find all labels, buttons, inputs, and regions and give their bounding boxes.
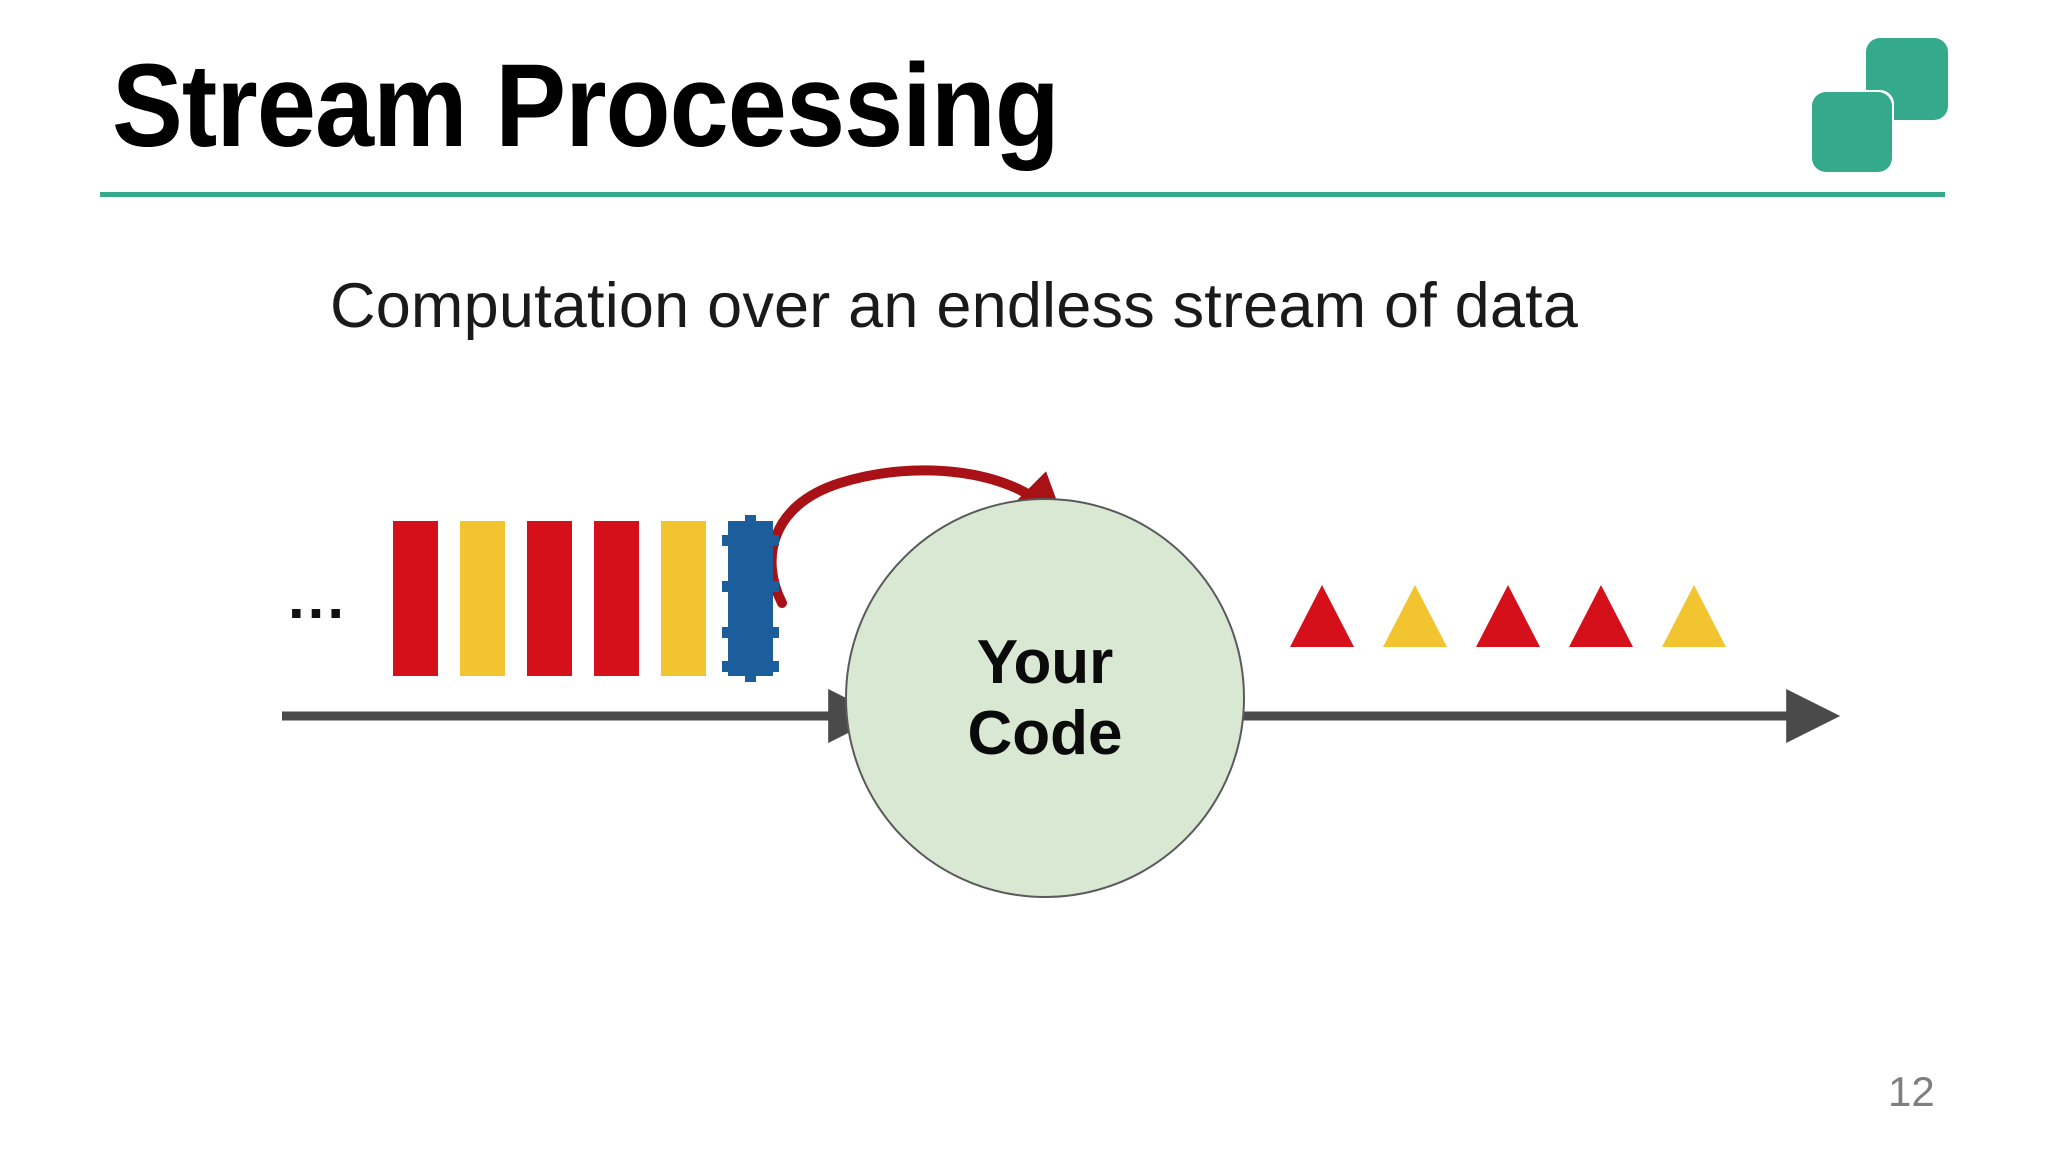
output-triangle <box>1290 585 1354 647</box>
selection-handle[interactable] <box>768 661 779 672</box>
input-bar <box>393 521 438 676</box>
input-bar <box>594 521 639 676</box>
selection-handle[interactable] <box>722 581 733 592</box>
input-bar <box>460 521 505 676</box>
brand-logo <box>1812 38 1948 172</box>
stream-continues-ellipsis: ... <box>288 564 348 631</box>
slide-subtitle: Computation over an endless stream of da… <box>330 271 1579 341</box>
selection-handle[interactable] <box>768 581 779 592</box>
processor-node[interactable]: Your Code <box>845 498 1245 898</box>
input-bar <box>661 521 706 676</box>
selection-handle[interactable] <box>768 535 779 546</box>
page-number: 12 <box>1888 1068 1935 1115</box>
logo-square-small-icon <box>1812 92 1892 172</box>
output-triangle <box>1383 585 1447 647</box>
input-stream-bars <box>393 515 779 682</box>
selection-handle[interactable] <box>768 627 779 638</box>
selection-handle[interactable] <box>722 661 733 672</box>
output-triangle <box>1476 585 1540 647</box>
output-triangle <box>1662 585 1726 647</box>
page-title: Stream Processing <box>112 40 1060 172</box>
output-triangle <box>1569 585 1633 647</box>
input-bar <box>527 521 572 676</box>
selection-handle[interactable] <box>722 627 733 638</box>
selection-handle[interactable] <box>722 535 733 546</box>
processor-label-line1: Your <box>976 627 1114 697</box>
input-bar-selected[interactable] <box>722 515 779 682</box>
title-underline-rule <box>100 192 1945 197</box>
selection-handle[interactable] <box>745 515 756 526</box>
selection-handle[interactable] <box>745 671 756 682</box>
processor-label-line2: Code <box>967 699 1123 768</box>
output-stream-triangles <box>1290 585 1726 647</box>
